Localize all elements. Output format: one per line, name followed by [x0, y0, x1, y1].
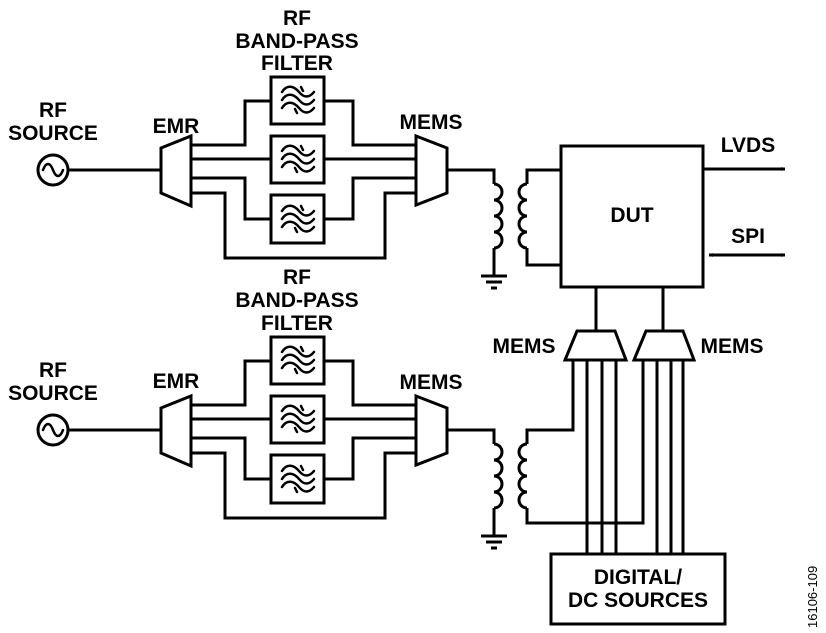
- filter-label-line2: BAND-PASS: [235, 30, 358, 53]
- digital-dc-sources-block: DIGITAL/ DC SOURCES: [549, 552, 727, 626]
- lower-mems-right: MEMS: [631, 329, 764, 362]
- band-pass-filter-3: [269, 453, 326, 505]
- branch-wire-1-out: [324, 99, 416, 147]
- emr-switch: [159, 133, 193, 209]
- band-pass-filter-2: [269, 394, 326, 445]
- bypass-wire: [191, 191, 416, 260]
- band-pass-filter-1: [269, 335, 326, 386]
- source-label-line2: SOURCE: [8, 122, 98, 145]
- branch-wire-3-in: [191, 436, 271, 481]
- filter-label-line1: RF: [283, 266, 311, 289]
- source-label-line1: RF: [39, 99, 67, 122]
- branch-wire-3-in: [191, 176, 271, 221]
- lower-mems-left-label: MEMS: [493, 335, 556, 358]
- mems-label: MEMS: [400, 111, 463, 134]
- emr-switch: [159, 393, 193, 469]
- band-pass-filter-2: [269, 134, 326, 185]
- ac-sine-source-icon: [36, 153, 70, 187]
- spi-interface: SPI: [708, 225, 786, 257]
- ac-sine-source-icon: [36, 413, 70, 447]
- branch-wire-1-in: [191, 359, 271, 407]
- rf-channel-1: RF SOURCE EMR RF BAND-PASS FILTER: [8, 7, 561, 290]
- emr-label: EMR: [153, 115, 200, 138]
- lvds-output: LVDS: [703, 134, 786, 171]
- filter-label-line1: RF: [283, 7, 311, 30]
- band-pass-filter-1: [269, 75, 326, 126]
- supply-label-line2: DC SOURCES: [568, 589, 708, 612]
- mems-label: MEMS: [400, 371, 463, 394]
- branch-wire-3-out: [324, 436, 416, 481]
- digital-bus-wires: [585, 360, 685, 554]
- ground-icon: [481, 534, 507, 550]
- rf-channel-2: RF SOURCE EMR RF BAND-PASS FILTER: [8, 266, 645, 550]
- lvds-label: LVDS: [721, 134, 775, 157]
- lower-mems-left: MEMS: [493, 329, 629, 362]
- mems-switch: [414, 393, 449, 468]
- transformer: [447, 168, 561, 290]
- band-pass-filter-3: [269, 193, 326, 245]
- lower-mems-right-label: MEMS: [701, 335, 764, 358]
- branch-wire-1-out: [324, 359, 416, 407]
- transformer: [447, 355, 645, 550]
- ground-icon: [481, 274, 507, 290]
- branch-wire-1-in: [191, 99, 271, 147]
- mems-switch: [414, 133, 449, 208]
- dut-block: DUT: [559, 144, 705, 289]
- emr-label: EMR: [153, 370, 200, 393]
- filter-label-line3: FILTER: [261, 52, 333, 75]
- filter-label-line2: BAND-PASS: [235, 289, 358, 312]
- dut-label: DUT: [610, 204, 653, 227]
- supply-label-line1: DIGITAL/: [594, 566, 682, 589]
- figure-id: 16106-109: [805, 566, 820, 628]
- bypass-wire: [191, 451, 416, 520]
- filter-label-line3: FILTER: [261, 312, 333, 335]
- source-label-line2: SOURCE: [8, 382, 98, 405]
- spi-label: SPI: [731, 225, 765, 248]
- branch-wire-3-out: [324, 176, 416, 221]
- source-label-line1: RF: [39, 359, 67, 382]
